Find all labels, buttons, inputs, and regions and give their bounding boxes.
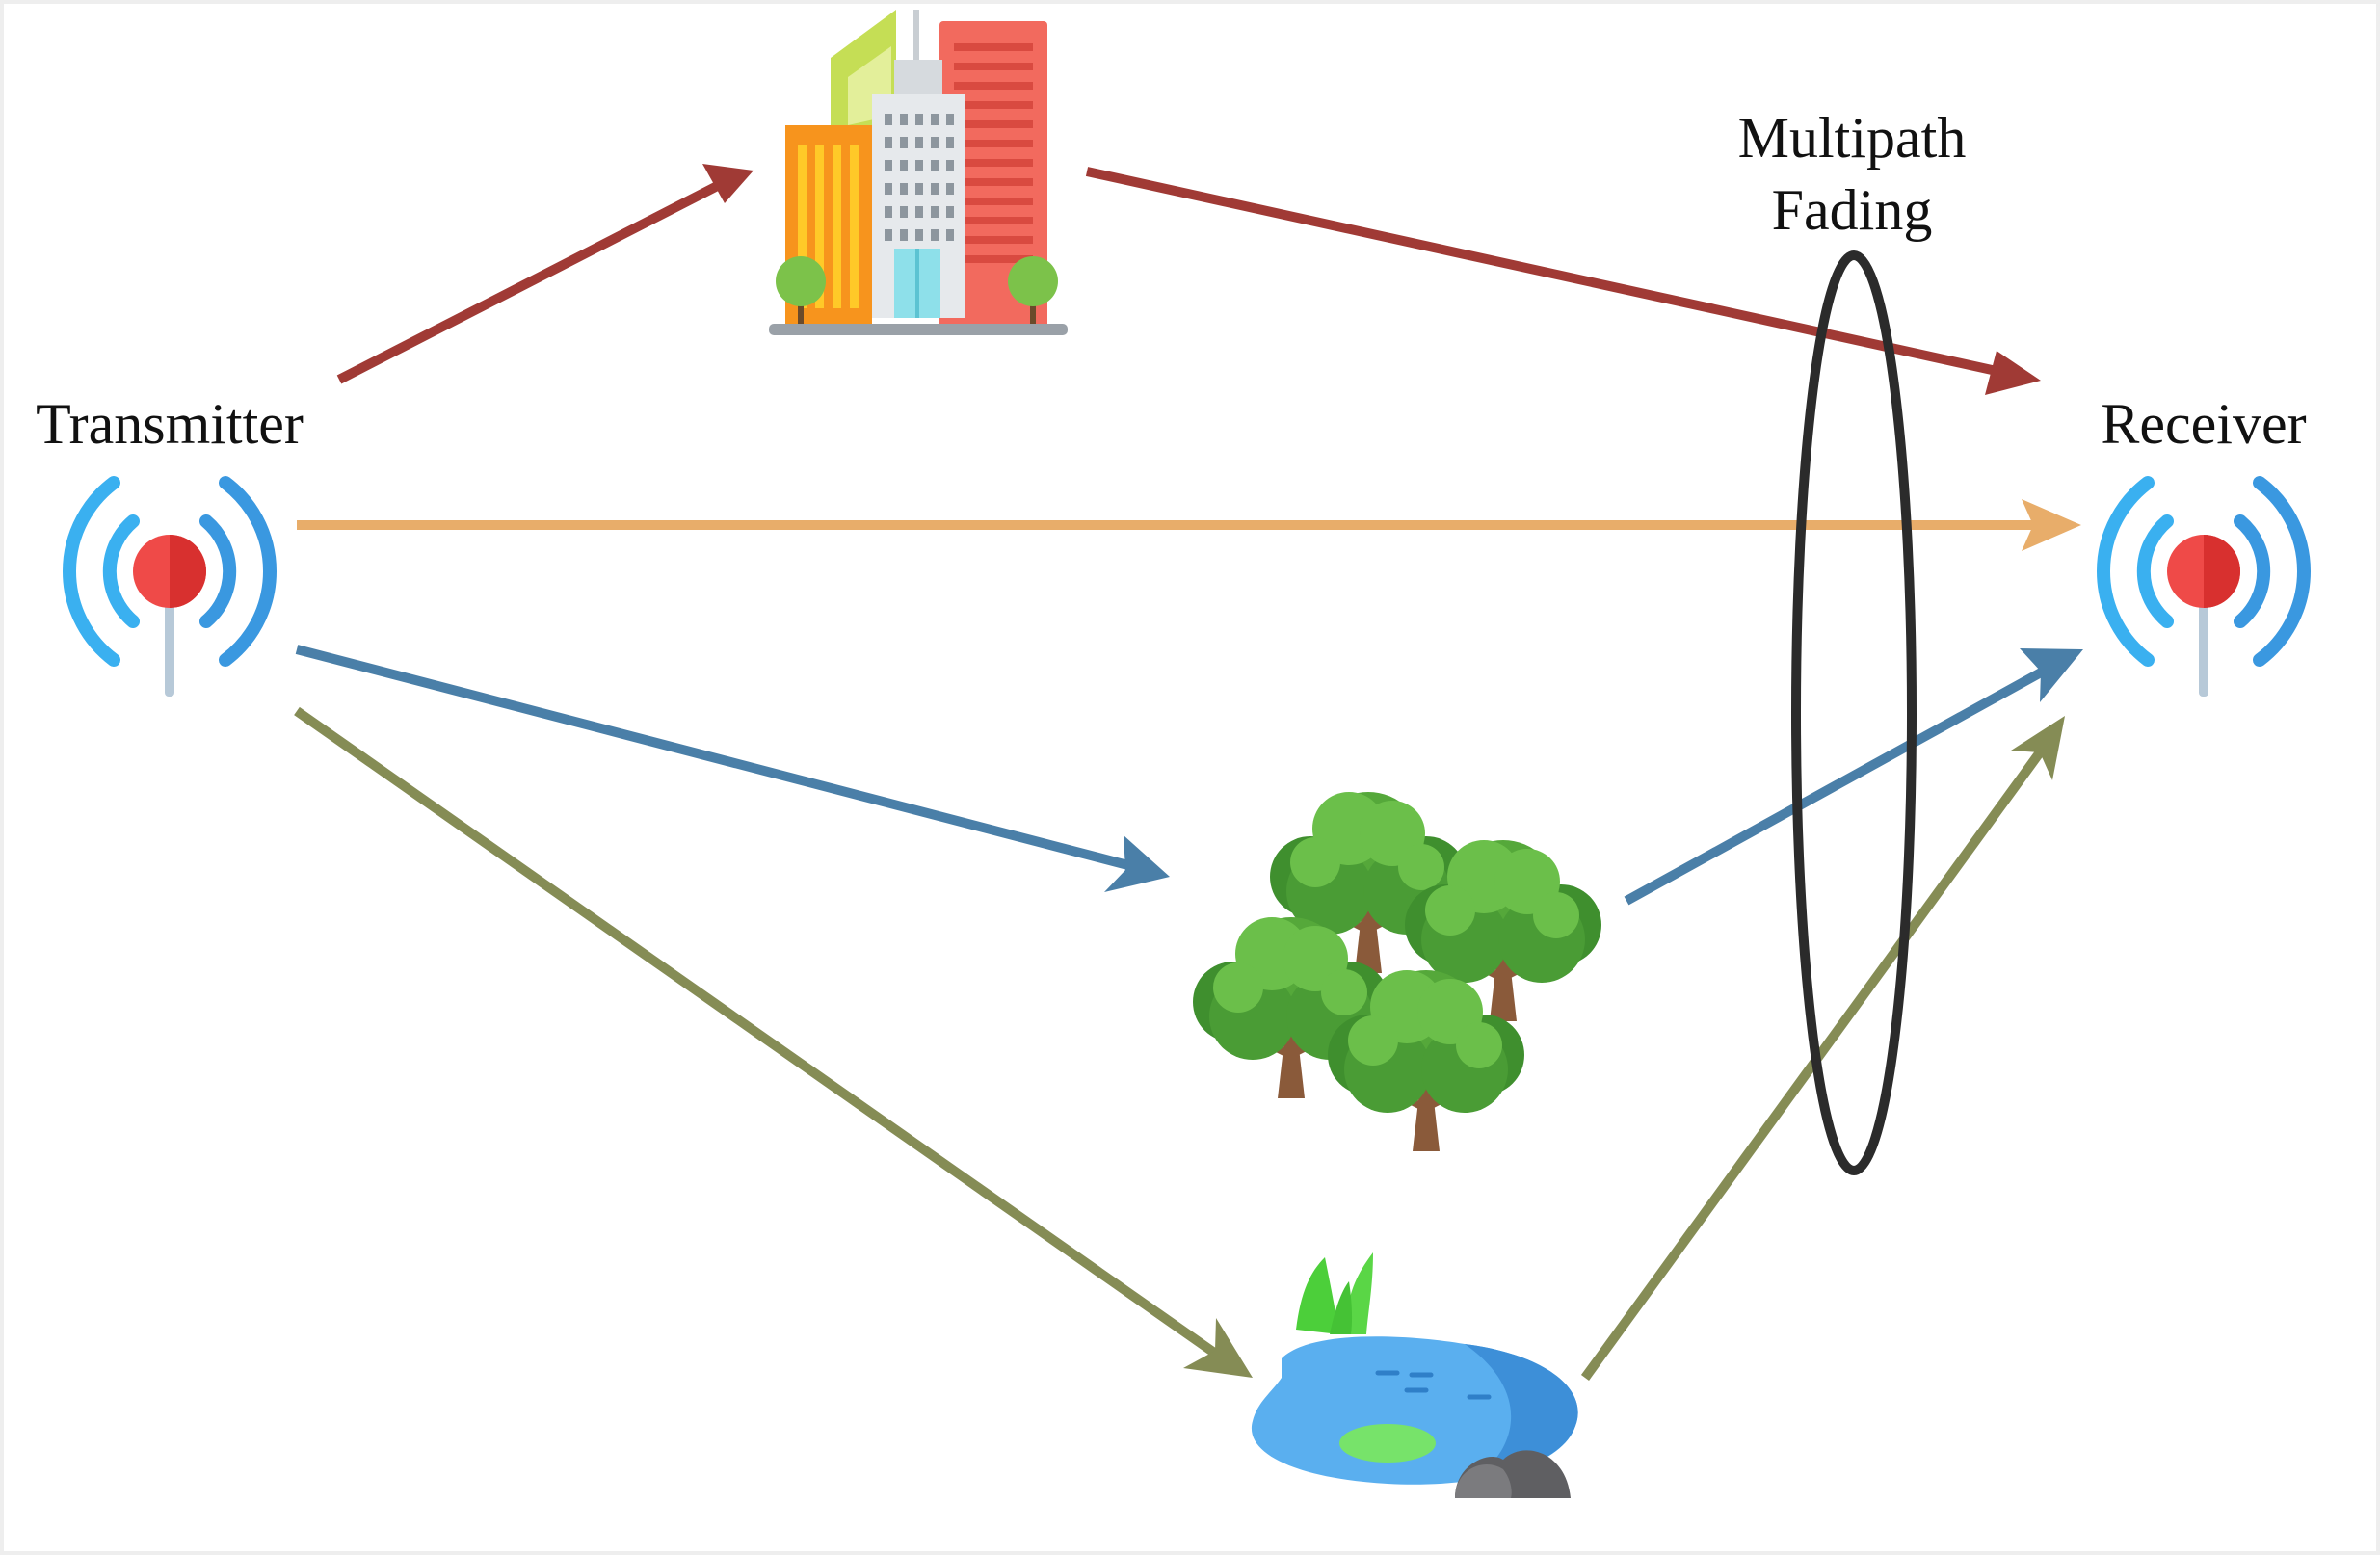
- arrowhead: [1104, 835, 1170, 892]
- multipath-fading-ellipse: [1791, 250, 1917, 1175]
- transmitter-label: Transmitter: [36, 392, 304, 456]
- arrowhead: [702, 164, 754, 203]
- arrowhead: [2020, 648, 2083, 702]
- transmitter-antenna-icon: [69, 483, 270, 697]
- receiver-antenna-icon: [2103, 483, 2304, 697]
- receiver-label: Receiver: [2101, 392, 2306, 456]
- arrowhead: [1985, 351, 2041, 395]
- arrowhead: [2022, 499, 2081, 551]
- fading-label: Fading: [1772, 178, 1933, 242]
- multipath-label: Multipath: [1738, 106, 1967, 170]
- arrowhead: [1183, 1318, 1253, 1378]
- path-via-building: [336, 164, 2041, 395]
- buildings-icon: [769, 10, 1068, 335]
- path-via-trees: [295, 645, 2083, 906]
- direct-path: [297, 499, 2081, 551]
- trees-icon: [1193, 792, 1601, 1151]
- lake-icon: [1251, 1252, 1578, 1498]
- arrowhead: [2011, 716, 2065, 780]
